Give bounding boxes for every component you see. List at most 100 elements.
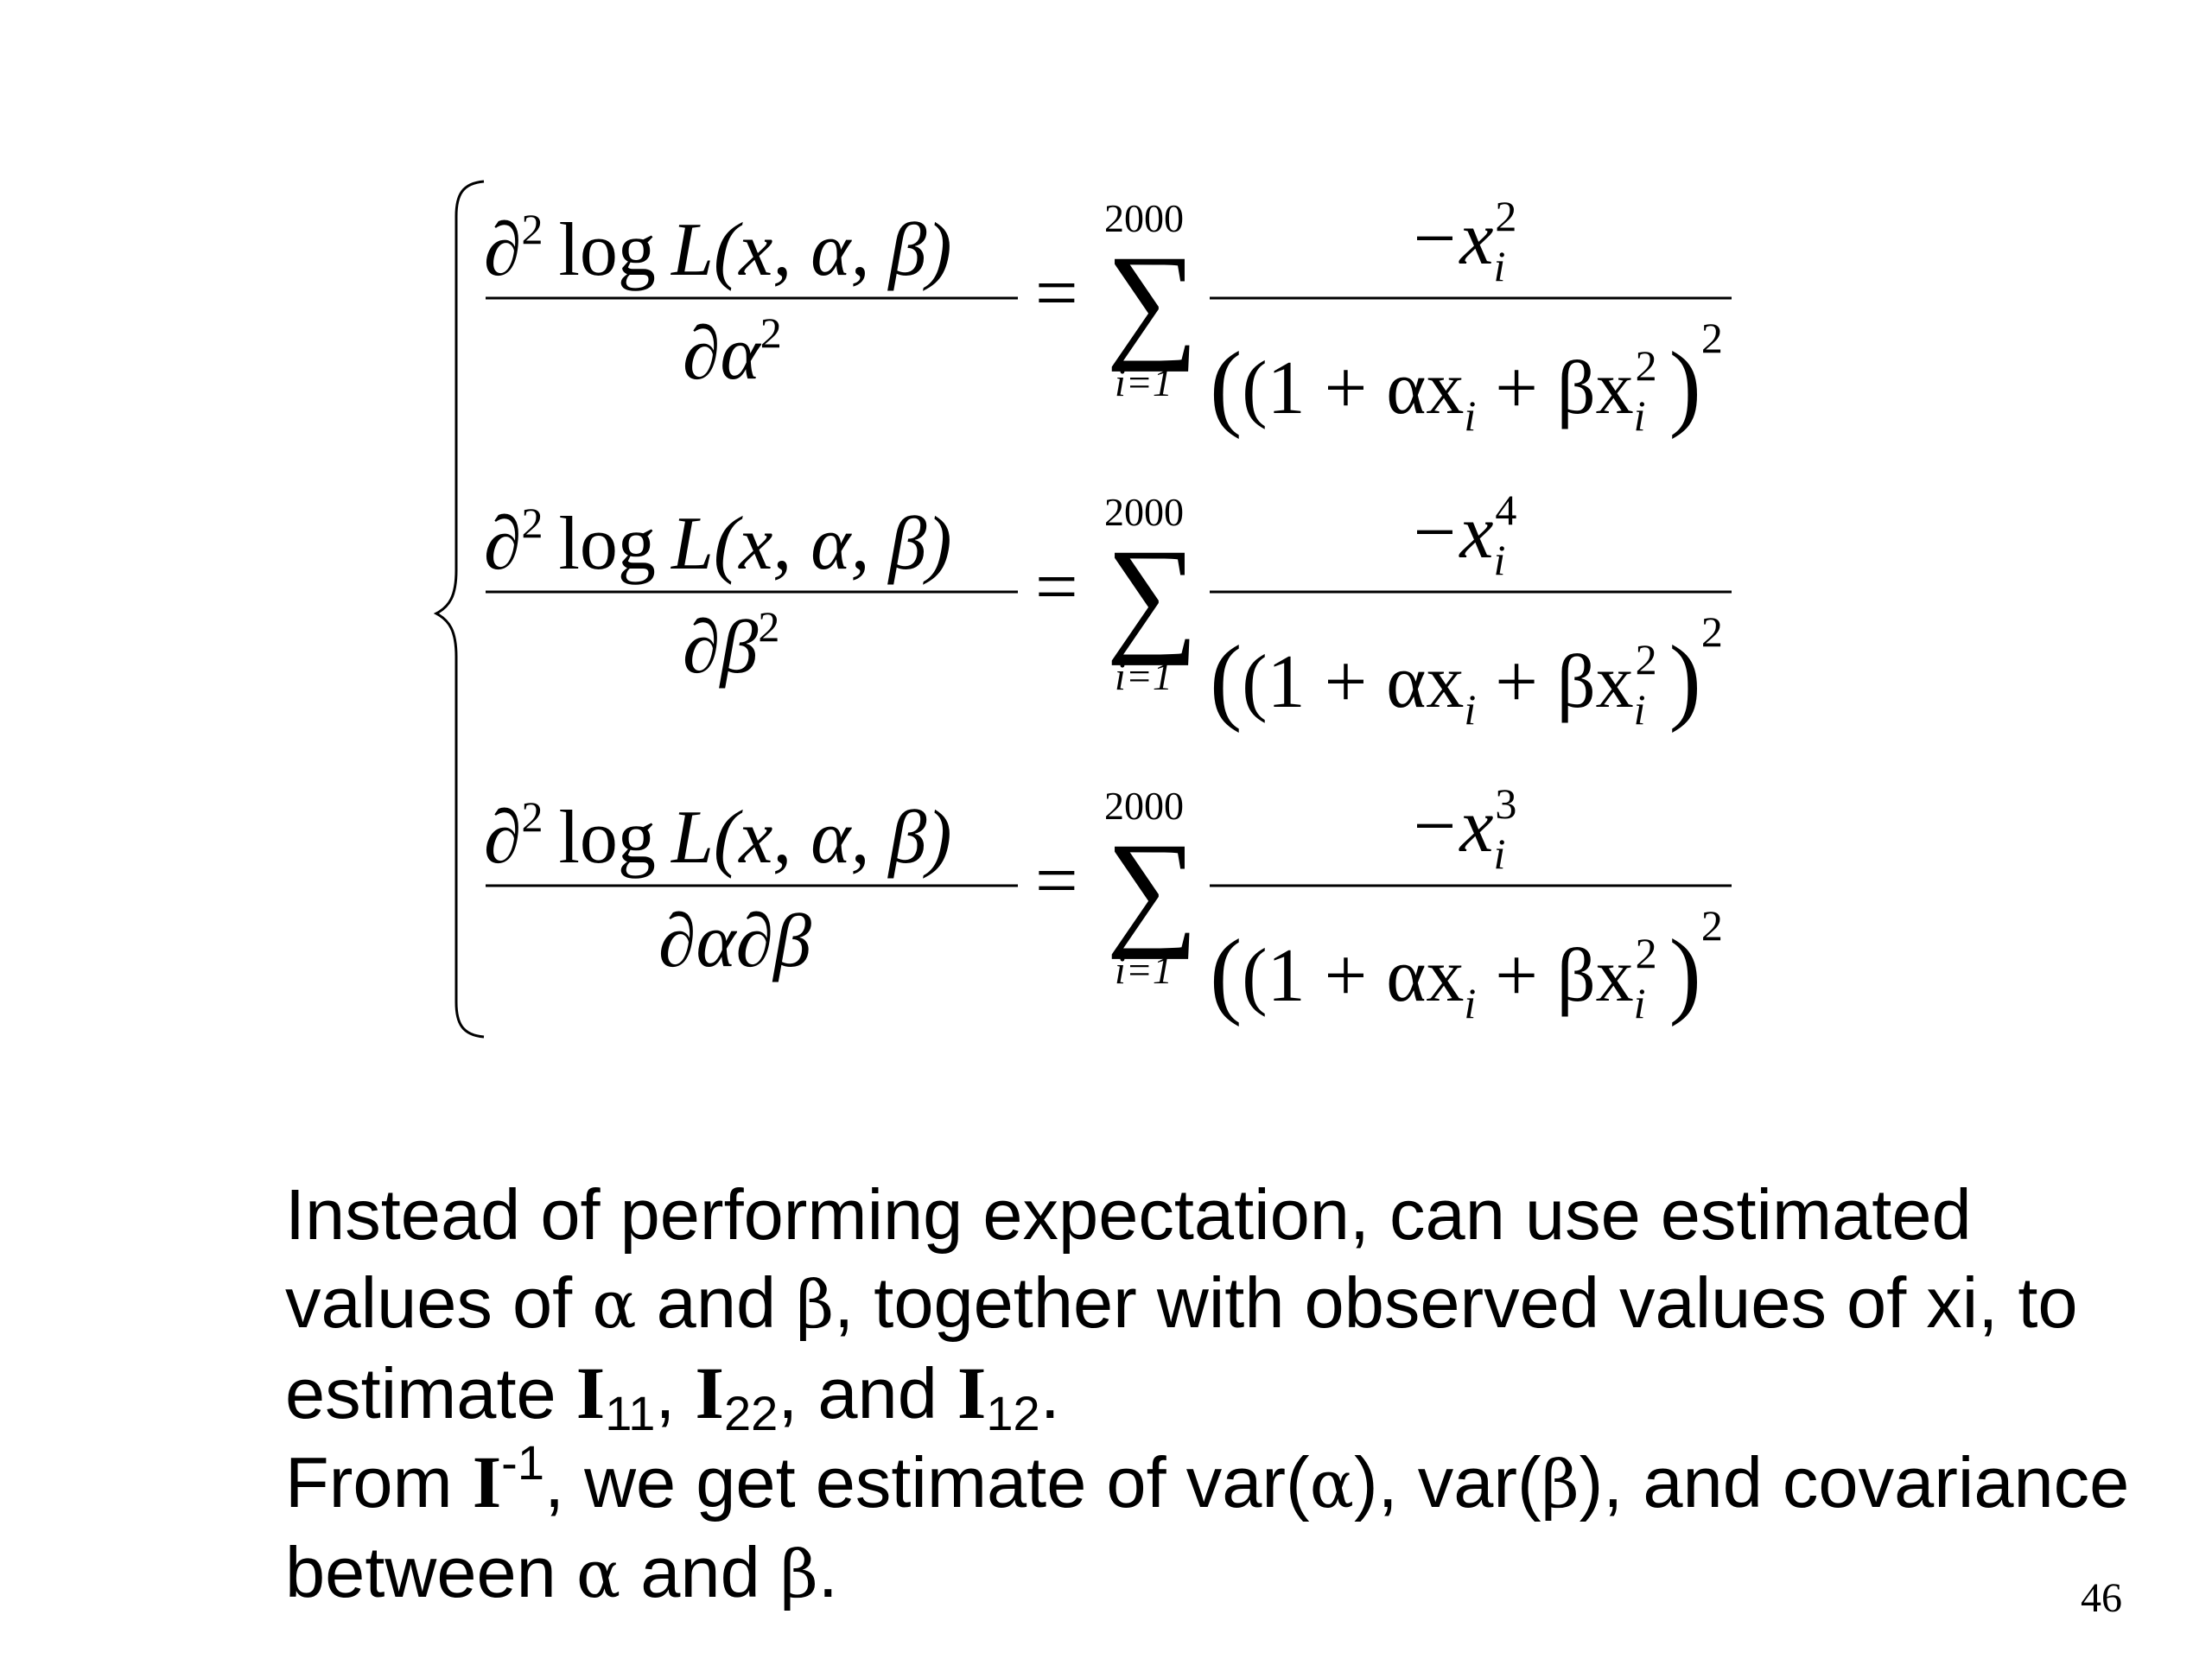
rhs-denominator-mid: + βx [1476, 640, 1633, 724]
log-text: log [558, 502, 655, 586]
text-run: , together with observed values of xi, t… [285, 1262, 2078, 1433]
alpha-symbol: α [592, 1266, 637, 1343]
beta-symbol: β [1541, 1446, 1580, 1522]
rhs-denominator: (1 + αx [1242, 934, 1464, 1018]
matrix-I-symbol: I [957, 1351, 987, 1434]
beta-symbol: β [779, 1535, 818, 1612]
svg-text:∂α2: ∂α2 [683, 308, 782, 396]
beta-symbol: β [796, 1266, 835, 1343]
superscript: 2 [760, 308, 782, 357]
superscript: 2 [758, 602, 779, 651]
equals-sign: = [1035, 839, 1078, 923]
likelihood-L: L [670, 796, 714, 880]
likelihood-L: L [670, 502, 714, 586]
partial-denominator: ∂β [683, 606, 758, 690]
sum-lower-limit: i=1 [1115, 654, 1173, 698]
subscript: i [1493, 830, 1505, 878]
open-paren: ( [1210, 626, 1242, 734]
superscript: 2 [1636, 635, 1657, 683]
page-number: 46 [2081, 1575, 2122, 1621]
left-curly-brace [433, 180, 485, 1039]
subscript: i [1464, 685, 1476, 734]
text-run: ), var( [1353, 1442, 1541, 1522]
paragraph-expectation: Instead of performing expectation, can u… [285, 1171, 2143, 1438]
partial-denominator: ∂α∂β [658, 899, 811, 983]
close-paren: ) [1669, 626, 1701, 734]
subscript: i [1493, 536, 1505, 584]
rhs-denominator: (1 + αx [1242, 346, 1464, 430]
svg-text:∂β2: ∂β2 [683, 602, 779, 690]
paragraph-inverse: From I-1, we get estimate of var(α), var… [285, 1438, 2143, 1618]
svg-text:((1 + αxi + βxi2)2: ((1 + αxi + βxi2)2 [1210, 901, 1723, 1027]
open-paren: ( [1210, 920, 1242, 1027]
rhs-denominator: (1 + αx [1242, 640, 1464, 724]
sum-lower-limit: i=1 [1115, 360, 1173, 404]
log-text: log [558, 208, 655, 292]
likelihood-args: (x, α, β) [714, 208, 952, 292]
rhs-numerator: −x [1408, 785, 1493, 868]
text-run: ), and covariance between [285, 1442, 2130, 1612]
summation-sign: ∑ [1106, 523, 1198, 666]
close-paren: ) [1669, 333, 1701, 440]
subscript: i [1634, 391, 1646, 440]
subscript: 11 [605, 1386, 656, 1440]
summation-sign: ∑ [1106, 817, 1198, 960]
superscript: 2 [1636, 929, 1657, 977]
subscript: i [1464, 979, 1476, 1027]
alpha-symbol: α [1309, 1446, 1354, 1522]
alpha-symbol: α [575, 1535, 621, 1612]
outer-superscript: 2 [1701, 607, 1723, 656]
subscript: i [1634, 979, 1646, 1027]
sum-upper-limit: 2000 [1104, 196, 1184, 240]
equals-sign: = [1035, 251, 1078, 335]
open-paren: ( [1210, 333, 1242, 440]
partial-denominator: ∂α [683, 312, 761, 396]
text-run: From [285, 1442, 473, 1522]
likelihood-args: (x, α, β) [714, 502, 952, 586]
subscript: 12 [986, 1386, 1040, 1440]
sum-upper-limit: 2000 [1104, 490, 1184, 534]
superscript: -1 [501, 1435, 544, 1490]
subscript: i [1493, 242, 1505, 290]
rhs-numerator: −x [1408, 197, 1493, 281]
likelihood-L: L [670, 208, 714, 292]
superscript: 2 [521, 205, 543, 253]
svg-text:((1 + αxi + βxi2)2: ((1 + αxi + βxi2)2 [1210, 607, 1723, 734]
superscript: 4 [1495, 486, 1516, 534]
partial-symbol: ∂ [484, 796, 521, 880]
superscript: 3 [1495, 779, 1516, 828]
svg-text:∂α∂β: ∂α∂β [658, 899, 811, 983]
close-paren: ) [1669, 920, 1701, 1027]
summation-sign: ∑ [1106, 229, 1198, 372]
text-run: Instead of performing expectation, can u… [285, 1174, 1972, 1343]
superscript: 2 [1495, 192, 1516, 240]
svg-text:−xi4: −xi4 [1408, 486, 1516, 584]
rhs-denominator-mid: + βx [1476, 934, 1633, 1018]
outer-superscript: 2 [1701, 314, 1723, 362]
superscript: 2 [521, 792, 543, 841]
text-run: , we get estimate of var( [543, 1442, 1310, 1522]
subscript: i [1464, 391, 1476, 440]
sum-upper-limit: 2000 [1104, 784, 1184, 828]
likelihood-args: (x, α, β) [714, 796, 952, 880]
subscript: i [1634, 685, 1646, 734]
text-run: . [817, 1532, 838, 1612]
svg-text:((1 + αxi + βxi2)2: ((1 + αxi + βxi2)2 [1210, 314, 1723, 440]
subscript: 22 [723, 1386, 779, 1440]
partial-symbol: ∂ [484, 208, 521, 292]
outer-superscript: 2 [1701, 901, 1723, 950]
rhs-denominator-mid: + βx [1476, 346, 1633, 430]
explanation-text: Instead of performing expectation, can u… [285, 1171, 2143, 1618]
matrix-I-symbol: I [575, 1351, 606, 1434]
text-run: , [655, 1353, 696, 1433]
text-run: and [620, 1532, 780, 1612]
matrix-I-symbol: I [472, 1440, 502, 1523]
svg-text:−xi2: −xi2 [1408, 192, 1516, 290]
